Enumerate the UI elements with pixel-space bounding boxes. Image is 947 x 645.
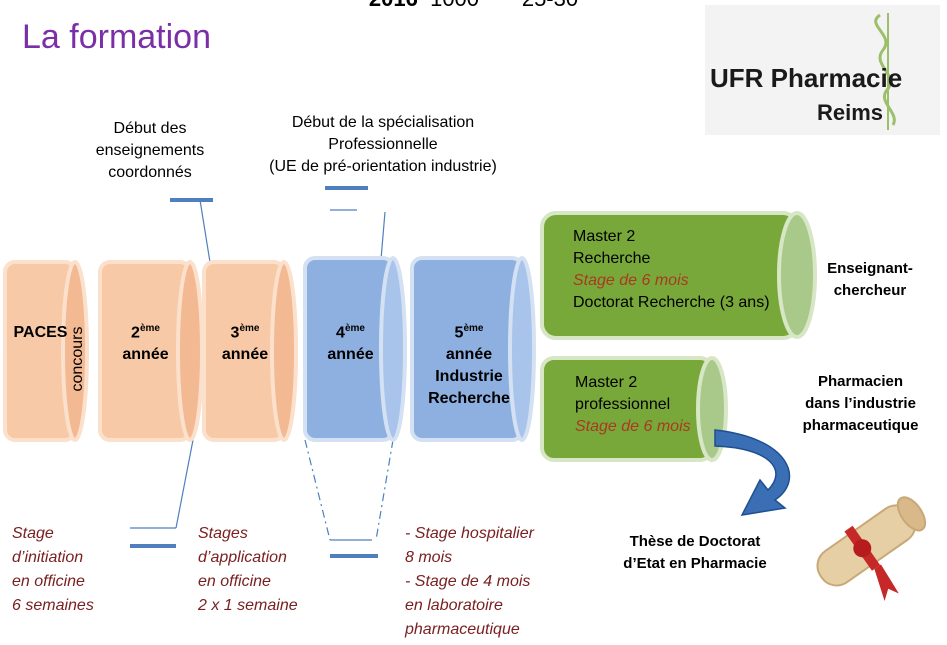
stage-line: en officine [198, 573, 271, 590]
cylinder-label-line: Recherche [428, 390, 510, 408]
stage-line: pharmaceutique [405, 621, 520, 638]
outcome-line: Thèse de Doctorat [629, 533, 761, 550]
cylinder-master-pro [540, 356, 728, 462]
cylinder-master-recherche [540, 211, 817, 340]
year-number: 5 [454, 324, 464, 342]
year-number: 2 [131, 324, 140, 342]
cylinder-label-annee-4: 4ème année [308, 318, 393, 366]
outcome-line: Pharmacien [817, 373, 904, 390]
header-year: 2016 [369, 0, 418, 11]
master-line: Doctorat Recherche (3 ans) [573, 294, 770, 311]
outcome-line: pharmaceutique [802, 417, 919, 434]
connector-line [175, 439, 194, 529]
cylinder-label-annee-3: 3ème année [206, 318, 284, 366]
cylinder-label-paces: PACES [8, 322, 73, 344]
year-suffix: ème [344, 323, 365, 334]
cylinder-annee-5 [410, 256, 536, 442]
cylinder-label-line: Industrie [435, 368, 503, 386]
master-pro-text: Master 2 professionnel Stage de 6 mois [575, 372, 725, 438]
diploma-icon [816, 496, 927, 602]
page-title: La formation [22, 18, 211, 56]
outcome-line: dans l’industrie [805, 395, 916, 412]
master-line: professionnel [575, 396, 671, 413]
year-number: 4 [336, 324, 345, 342]
master-recherche-text: Master 2 Recherche Stage de 6 mois Docto… [573, 226, 813, 314]
stage-line: - Stage hospitalier [405, 525, 534, 542]
note-specialisation: Début de la spécialisation Professionnel… [228, 112, 538, 178]
stage-hospitalier: - Stage hospitalier 8 mois - Stage de 4 … [405, 522, 585, 642]
note-enseignements: Début des enseignements coordonnés [70, 118, 230, 184]
cylinder-label-line: année [221, 346, 269, 364]
cylinder-annee-4 [303, 256, 407, 442]
master-line: Recherche [573, 250, 651, 267]
stage-line: 6 semaines [12, 597, 94, 614]
stage-line: 2 x 1 semaine [198, 597, 298, 614]
logo-background [705, 5, 940, 135]
stage-initiation: Stage d’initiation en officine 6 semaine… [12, 522, 132, 618]
logo-line2: Reims [817, 100, 884, 125]
stage-line: Stage [12, 525, 54, 542]
master-stage: Stage de 6 mois [573, 272, 689, 289]
stage-line: - Stage de 4 mois [405, 573, 531, 590]
note-line: coordonnés [108, 164, 192, 181]
stage-line: en laboratoire [405, 597, 503, 614]
caduceus-icon [874, 13, 896, 130]
year-suffix: ème [463, 323, 484, 334]
cylinder-label-line: PACES [13, 324, 68, 341]
stage-line: 8 mois [405, 549, 453, 566]
logo-line1: UFR Pharmacie [710, 63, 903, 93]
curved-arrow-icon [714, 429, 791, 516]
cylinder-label-line: année [122, 346, 169, 364]
outcome-line: d’Etat en Pharmacie [623, 555, 767, 572]
cylinder-label-annee-2: 2ème année [103, 318, 188, 366]
stage-line: d’initiation [12, 549, 84, 566]
stage-line: Stages [198, 525, 248, 542]
stage-line: en officine [12, 573, 85, 590]
master-line: Master 2 [575, 374, 638, 391]
note-line: Début des [113, 120, 187, 137]
stage-line: d’application [198, 549, 287, 566]
master-stage: Stage de 6 mois [575, 418, 691, 435]
header-count: 1000 [430, 0, 479, 11]
note-line: Professionnelle [328, 136, 438, 153]
outcome-line: chercheur [833, 282, 907, 299]
cylinder-annee-3 [202, 260, 298, 442]
stage-application: Stages d’application en officine 2 x 1 s… [198, 522, 338, 618]
cylinder-label-line: année [327, 346, 374, 364]
truncated-header-row: 2016 1000 25-30 [0, 0, 947, 12]
note-line: enseignements [95, 142, 205, 159]
header-range: 25-30 [522, 0, 578, 11]
note-line: (UE de pré-orientation industrie) [269, 158, 497, 175]
ufr-logo: UFR Pharmacie Reims [705, 5, 940, 135]
dashed-line [304, 439, 331, 541]
year-number: 3 [230, 324, 240, 342]
master-line: Master 2 [573, 228, 636, 245]
cylinder-paces [3, 260, 89, 442]
year-suffix: ème [139, 323, 160, 334]
cylinder-label-line: année [445, 346, 493, 364]
outcome-industrie: Pharmacien dans l’industrie pharmaceutiq… [778, 371, 943, 437]
note-line: Début de la spécialisation [291, 114, 475, 131]
cylinder-label-annee-5: 5ème année Industrie Recherche [415, 318, 523, 410]
year-suffix: ème [239, 323, 260, 334]
outcome-line: Enseignant- [827, 260, 913, 277]
dashed-line [375, 439, 394, 541]
outcome-chercheur: Enseignant- chercheur [815, 258, 925, 302]
outcome-these: Thèse de Doctorat d’Etat en Pharmacie [595, 531, 795, 575]
